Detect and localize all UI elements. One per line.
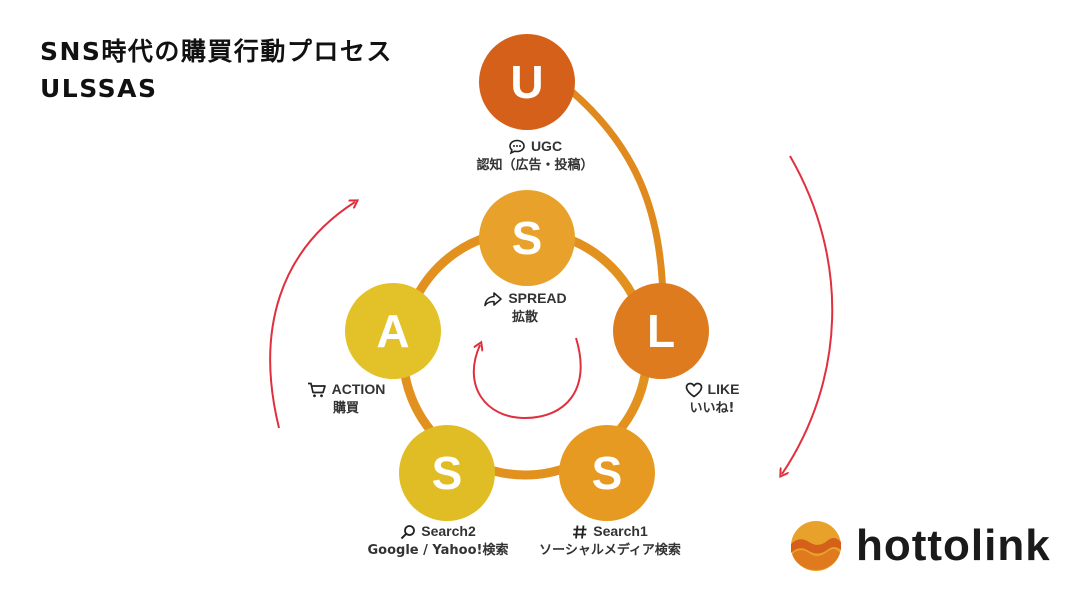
node-u-letter: U bbox=[510, 56, 544, 108]
cart-icon bbox=[307, 382, 326, 397]
like-sublabel: いいね! bbox=[689, 401, 735, 416]
label-like: LIKE いいね! bbox=[677, 380, 747, 418]
label-action: ACTION 購買 bbox=[300, 380, 392, 418]
node-s2: S bbox=[399, 425, 495, 521]
node-a: A bbox=[345, 283, 441, 379]
hottolink-logo-text: hottolink bbox=[856, 521, 1051, 570]
ugc-sublabel: 認知（広告・投稿） bbox=[476, 158, 594, 173]
like-label: LIKE bbox=[707, 381, 740, 397]
share-arrow-icon bbox=[484, 291, 503, 306]
search1-sublabel: ソーシャルメディア検索 bbox=[539, 543, 681, 558]
magnifier-icon bbox=[401, 524, 416, 539]
heart-icon bbox=[685, 382, 702, 398]
page-subtitle: ULSSAS bbox=[40, 74, 158, 103]
hottolink-logo: hottolink bbox=[790, 520, 1051, 572]
node-s: S bbox=[479, 190, 575, 286]
label-spread: SPREAD 拡散 bbox=[470, 289, 580, 327]
label-ugc: UGC 認知（広告・投稿） bbox=[460, 137, 610, 175]
search2-label: Search2 bbox=[421, 523, 476, 539]
hashtag-icon bbox=[573, 524, 587, 539]
ugc-label: UGC bbox=[530, 138, 563, 154]
page-title: SNS時代の購買行動プロセス bbox=[40, 37, 393, 66]
node-u: U bbox=[479, 34, 575, 130]
node-a-letter: A bbox=[376, 305, 410, 357]
node-s2-letter: S bbox=[431, 447, 463, 499]
node-s1: S bbox=[559, 425, 655, 521]
action-sublabel: 購買 bbox=[332, 401, 359, 416]
hottolink-logo-mark bbox=[791, 521, 841, 571]
search1-label: Search1 bbox=[593, 523, 648, 539]
label-search2: Search2 Google / Yahoo!検索 bbox=[360, 522, 516, 560]
chat-bubble-icon bbox=[509, 139, 525, 155]
inner-cycle-arrow bbox=[472, 337, 582, 420]
spread-sublabel: 拡散 bbox=[511, 310, 538, 325]
label-search1: Search1 ソーシャルメディア検索 bbox=[522, 522, 698, 560]
action-label: ACTION bbox=[331, 381, 386, 397]
node-s-letter: S bbox=[511, 212, 543, 264]
node-s1-letter: S bbox=[591, 447, 623, 499]
spread-label: SPREAD bbox=[508, 290, 567, 306]
node-l: L bbox=[613, 283, 709, 379]
node-l-letter: L bbox=[646, 305, 676, 357]
search2-sublabel: Google / Yahoo!検索 bbox=[367, 543, 509, 558]
right-cycle-arrow bbox=[782, 155, 834, 474]
left-cycle-arrow bbox=[269, 202, 355, 429]
